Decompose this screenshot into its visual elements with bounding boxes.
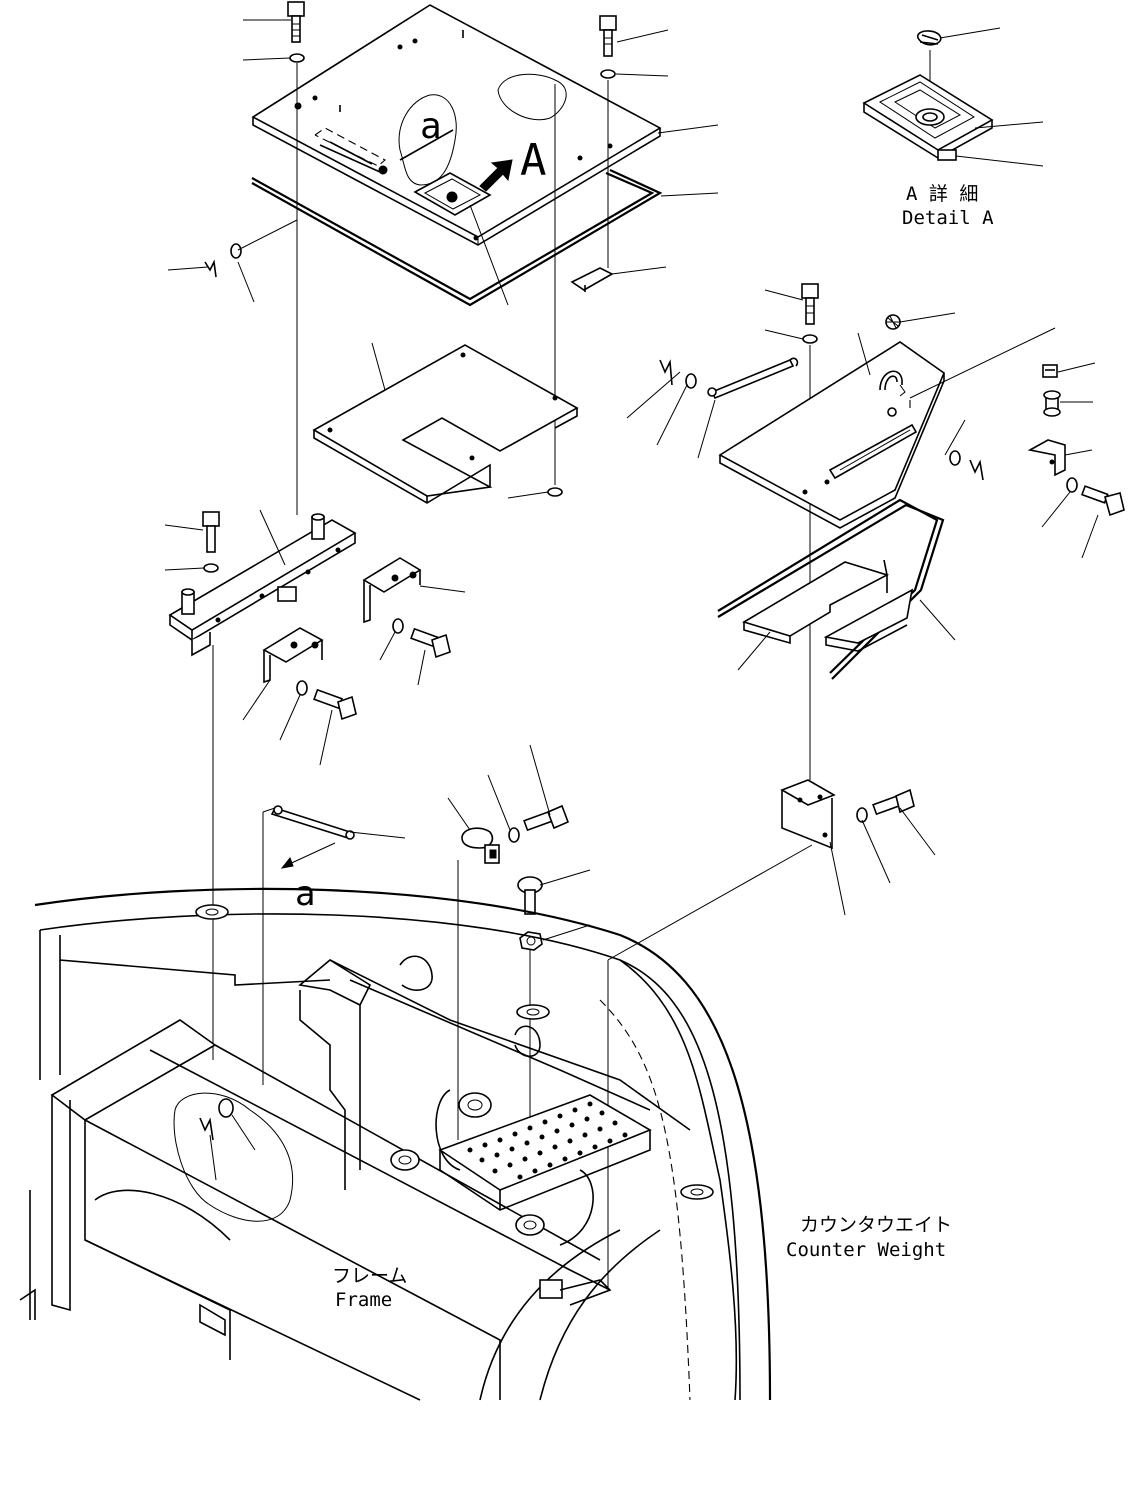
- counterweight-outline: [34, 887, 772, 1401]
- frame-en-label: Frame: [335, 1289, 392, 1311]
- leader-lines-top: [167, 19, 719, 306]
- bolt-hinge-washers-icon: [296, 618, 451, 721]
- view-a-arrow-icon: [479, 159, 513, 192]
- top-cover-plate: [251, 4, 662, 246]
- assembly-lines: [212, 63, 813, 1290]
- frame-structure: [19, 955, 691, 1401]
- hex-nut-icon: [519, 924, 591, 951]
- detail-a-en: Detail A: [902, 207, 994, 229]
- counterweight-en-label: Counter Weight: [786, 1239, 946, 1261]
- spring-clip-icon: [885, 314, 901, 330]
- bolt-right-top-icon: [801, 283, 819, 344]
- frame-jp-label: フレーム: [332, 1265, 407, 1287]
- ref-a-top-label: a: [420, 106, 442, 147]
- counterweight-jp-label: カウンタウエイト: [800, 1214, 952, 1236]
- ref-a-bottom-label: a: [295, 874, 315, 914]
- rubber-stop-icon: [517, 869, 591, 915]
- counterweight-hinge-bracket: [780, 779, 936, 916]
- insulation-pad-center: [312, 344, 579, 504]
- bolt-top-right-icon: [599, 15, 617, 79]
- ref-a-top-leader: [399, 129, 454, 161]
- bolt-hinge-left-icon: [202, 511, 220, 573]
- leader-pad: [371, 342, 386, 391]
- detail-a-jp: A 詳 細: [906, 183, 978, 205]
- bolt-top-left-icon: [287, 1, 305, 63]
- rod-link-icon: [659, 357, 799, 400]
- leader-lines-right: [626, 289, 1099, 671]
- perforation-holes: [467, 1101, 628, 1180]
- leader-washer-pad: [507, 491, 549, 499]
- retaining-pin-icon: [204, 243, 242, 278]
- right-insulation-pads: [742, 559, 914, 652]
- hinge-bracket-assembly: [168, 513, 422, 684]
- right-clip-hardware: [949, 364, 1125, 517]
- cover-gasket: [251, 169, 663, 307]
- cover-stop-bracket: [570, 267, 614, 292]
- support-rod: [262, 805, 406, 869]
- leader-lines-hinge: [164, 509, 466, 766]
- center-stopper: [447, 744, 570, 864]
- right-cover-plate: [718, 341, 945, 529]
- washer-pad-icon: [547, 487, 563, 497]
- detail-a-latch: [862, 27, 1044, 167]
- view-a-label: A: [520, 135, 547, 186]
